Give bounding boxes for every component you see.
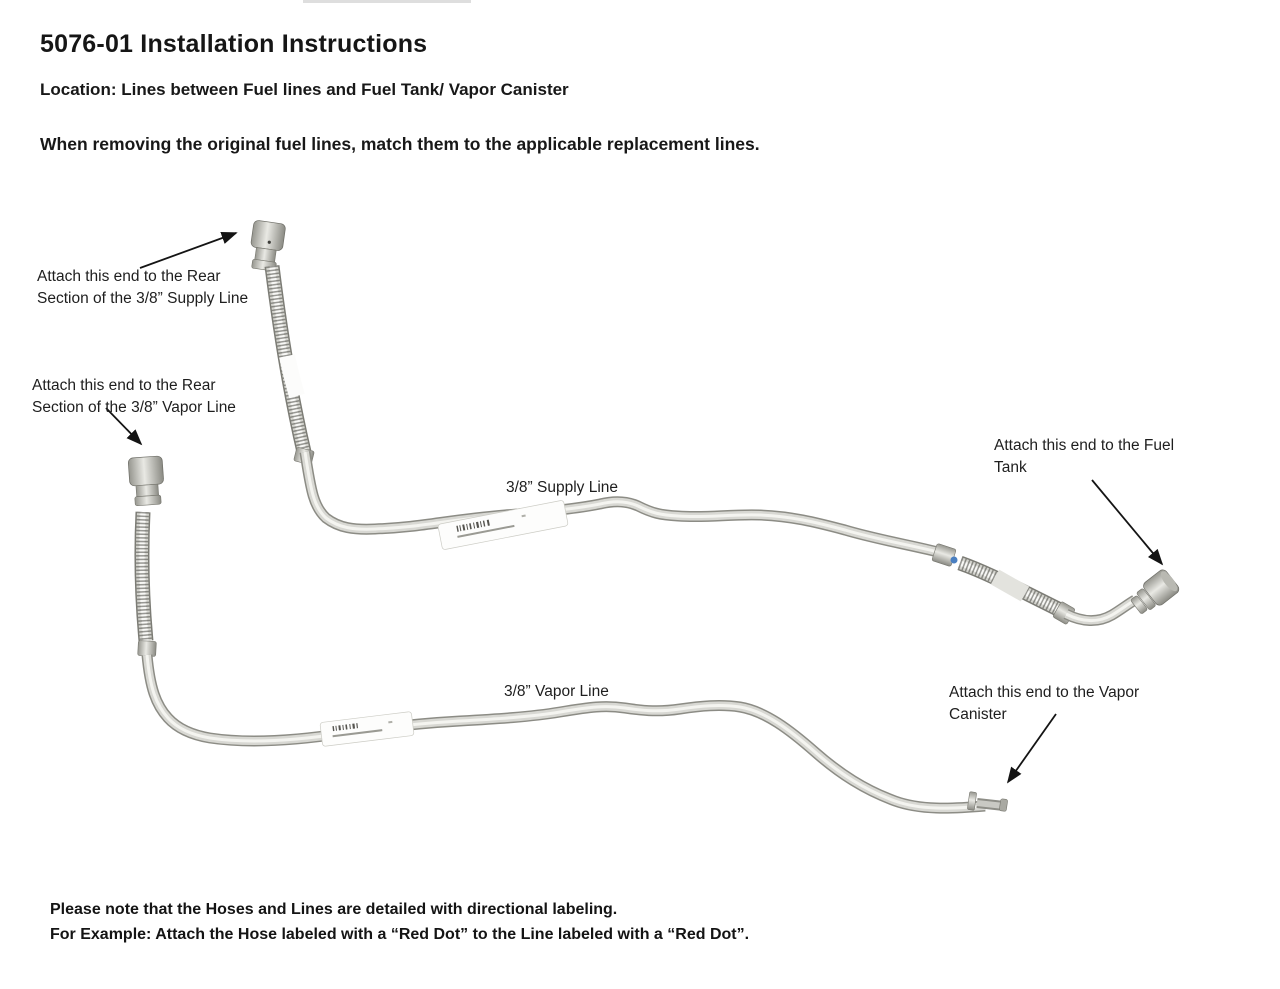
vapor-rear-fitting: [127, 455, 164, 506]
label-supply-line: 3/8” Supply Line: [506, 479, 619, 496]
location-line: Location: Lines between Fuel lines and F…: [40, 80, 569, 99]
annotation-vapor-canister-end: Attach this end to the Vapor Canister: [949, 684, 1140, 723]
arrow-vapor-canister: [1006, 713, 1057, 784]
supply-line-photo: [250, 220, 1180, 625]
cropped-header-artifact: [303, 0, 471, 3]
fuel-tank-fitting: [1130, 569, 1180, 614]
vapor-tube: [147, 655, 985, 808]
vapor-line-photo: [127, 455, 1008, 812]
footer-note-line1: Please note that the Hoses and Lines are…: [50, 901, 618, 918]
arrow-fuel-tank: [1091, 479, 1164, 566]
label-vapor-line: 3/8” Vapor Line: [504, 683, 609, 700]
supply-rear-fitting: [250, 220, 286, 272]
supply-braided-hose-tank-end: [960, 563, 1075, 625]
supply-part-label-band: [437, 500, 569, 550]
page-title: 5076-01 Installation Instructions: [40, 30, 428, 58]
annotation-vapor-rear-end: Attach this end to the Rear Section of t…: [32, 377, 236, 416]
vapor-braided-hose: [138, 512, 157, 657]
supply-tube: [305, 452, 938, 552]
annotation-supply-rear-end: Attach this end to the Rear Section of t…: [37, 268, 249, 307]
instruction-line: When removing the original fuel lines, m…: [40, 134, 760, 154]
vapor-part-label-band: [319, 711, 415, 747]
arrow-supply-rear: [139, 232, 238, 269]
blue-directional-dot: [950, 556, 958, 564]
annotation-fuel-tank-end: Attach this end to the Fuel Tank: [994, 437, 1175, 476]
vapor-canister-fitting: [967, 791, 1008, 812]
supply-elbow: [1066, 600, 1135, 621]
supply-braided-hose: [272, 266, 315, 465]
footer-note-line2: For Example: Attach the Hose labeled wit…: [50, 926, 750, 943]
supply-hose-gray-band: [990, 569, 1030, 602]
supply-hose-white-band: [279, 354, 305, 399]
arrow-vapor-rear: [105, 407, 143, 446]
